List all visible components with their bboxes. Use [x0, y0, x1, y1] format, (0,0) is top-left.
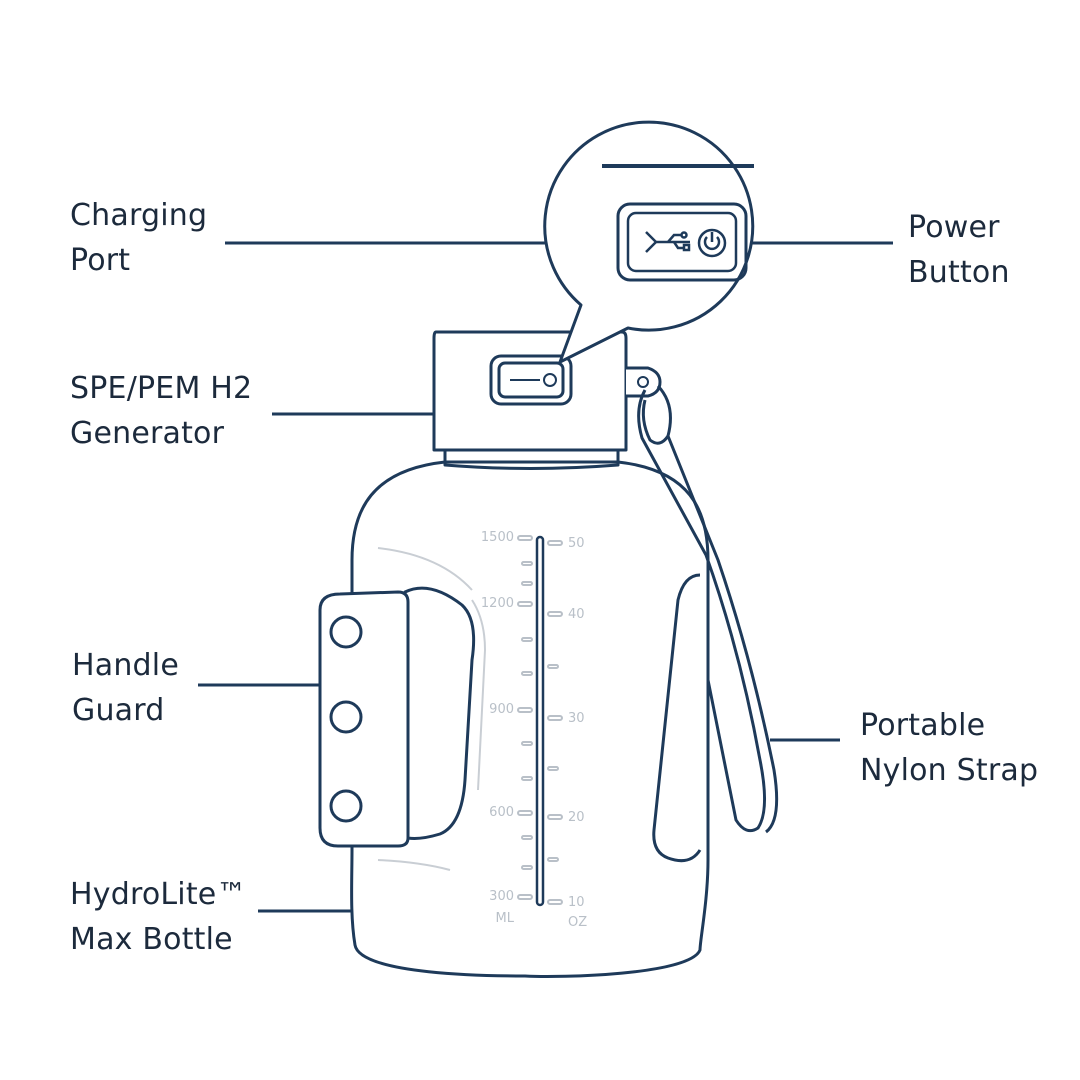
label-line: Button	[908, 255, 1010, 290]
side-grip	[652, 573, 702, 863]
label-line: Charging	[70, 198, 208, 233]
label-line: Power	[908, 210, 1000, 245]
label-line: Generator	[70, 416, 225, 451]
label-line: Port	[70, 243, 131, 278]
bottle-label: HydroLite™ Max Bottle	[70, 872, 247, 962]
handle-guard-label: Handle Guard	[72, 643, 179, 733]
oz-mark: 10	[568, 895, 585, 910]
oz-unit: OZ	[568, 915, 587, 930]
ml-mark: 1200	[481, 596, 514, 611]
power-button-label: Power Button	[908, 205, 1010, 295]
measurement-scale: 1500 1200 900 600 300 ML 50 40 30 20 10 …	[481, 530, 587, 930]
handle-guard	[318, 590, 410, 848]
ml-mark: 300	[489, 889, 514, 904]
port-panel	[616, 202, 748, 282]
ml-unit: ML	[496, 911, 515, 926]
oz-mark: 50	[568, 536, 585, 551]
generator-label: SPE/PEM H2 Generator	[70, 366, 252, 456]
power-icon	[697, 228, 727, 258]
label-line: HydroLite™	[70, 877, 247, 912]
label-line: Max Bottle	[70, 922, 233, 957]
neck-ring	[443, 450, 620, 470]
strap-label: Portable Nylon Strap	[860, 703, 1038, 793]
ml-mark: 900	[489, 702, 514, 717]
oz-mark: 30	[568, 711, 585, 726]
label-line: SPE/PEM H2	[70, 371, 253, 406]
nylon-strap	[637, 389, 767, 833]
usb-icon	[645, 231, 691, 253]
label-line: Portable	[860, 708, 986, 743]
label-line: Nylon Strap	[860, 753, 1039, 788]
magnifier-bubble	[543, 120, 755, 364]
oz-mark: 40	[568, 607, 585, 622]
label-line: Guard	[72, 693, 165, 728]
strap-lug	[626, 366, 662, 398]
label-line: Handle	[72, 648, 179, 683]
ml-mark: 1500	[481, 530, 514, 545]
ml-mark: 600	[489, 805, 514, 820]
charging-port-label: Charging Port	[70, 193, 207, 283]
oz-mark: 20	[568, 810, 585, 825]
handle-grip	[403, 586, 476, 840]
